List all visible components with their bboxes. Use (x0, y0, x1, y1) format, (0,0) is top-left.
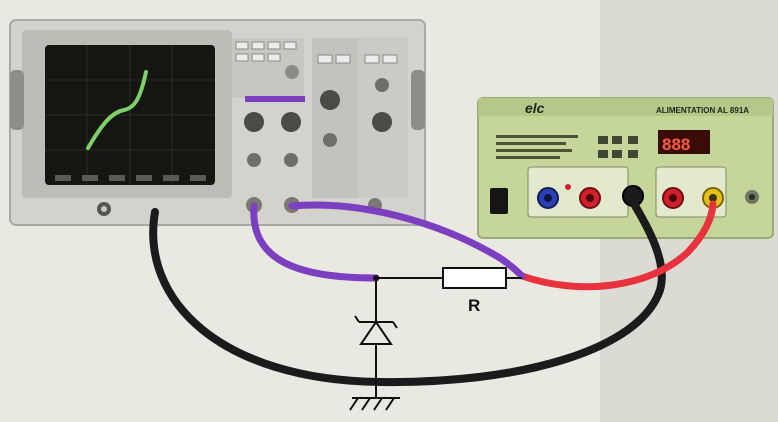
power-supply (478, 98, 773, 238)
psu-display-value: 888 (662, 135, 690, 154)
resistor-symbol (443, 268, 506, 288)
psu-brand: elc (525, 100, 545, 116)
resistor-label: R (468, 296, 480, 315)
power-switch (490, 188, 508, 214)
oscilloscope (10, 20, 425, 225)
psu-title: ALIMENTATION AL 891A (656, 106, 749, 115)
